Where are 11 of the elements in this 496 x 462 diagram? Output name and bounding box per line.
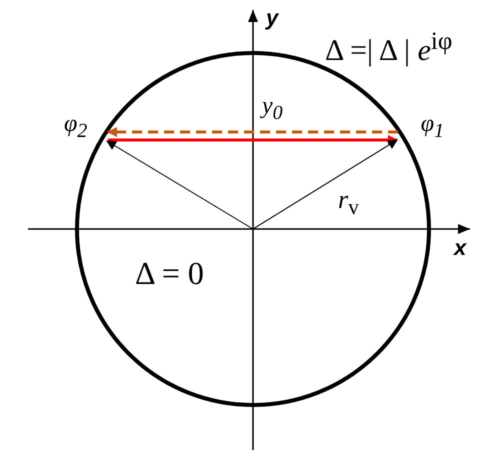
angle-label: φ$_{2}$ xyxy=(64,110,108,138)
dashed-arrow xyxy=(107,127,398,137)
formula: Δ =| Δ | e$^{iφ}$ xyxy=(325,28,452,67)
axis-label: x xyxy=(454,236,466,260)
formula: Δ = 0 xyxy=(135,256,204,292)
arrow xyxy=(106,140,254,230)
angle-label: φ$_{1}$ xyxy=(398,110,444,138)
axis-label: y xyxy=(266,6,278,30)
axis-value-label: y$_{0}$ xyxy=(262,93,283,124)
arrow xyxy=(108,135,398,145)
arrow xyxy=(252,139,398,230)
